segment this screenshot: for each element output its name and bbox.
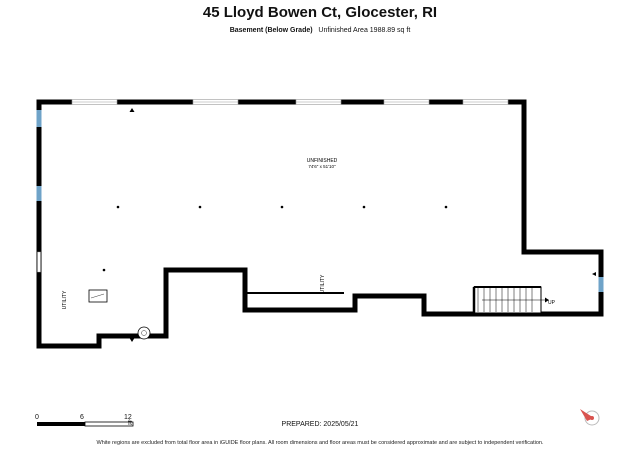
side-window-left-mid [36, 186, 42, 201]
room-dims-unfinished: 74'6" x 51'10" [308, 164, 336, 169]
floor-area: Unfinished Area 1988.89 sq ft [318, 27, 411, 34]
stairs-up-label: UP [548, 300, 556, 306]
compass-icon [580, 409, 600, 426]
marker [592, 272, 596, 276]
prepared-date: PREPARED: 2025/05/21 [281, 421, 359, 428]
stair-arrow-head [545, 297, 549, 303]
room-name-unfinished: UNFINISHED [307, 158, 338, 164]
ceiling-lights [102, 205, 448, 272]
scale-unit: ft [128, 420, 132, 427]
exterior-wall [36, 99, 604, 349]
room-name-utility-left: UTILITY [62, 290, 68, 309]
floor-name: Basement (Below Grade) [229, 27, 313, 34]
scale-label-0: 0 [35, 414, 39, 421]
floor-subtitle: Basement (Below Grade) Unfinished Area 1… [0, 27, 640, 34]
windows [71, 99, 509, 105]
scale-label-12: 12 [124, 414, 132, 421]
disclaimer-footer: White regions are excluded from total fl… [96, 440, 544, 446]
side-window-left-top [36, 110, 42, 127]
property-address-title: 45 Lloyd Bowen Ct, Glocester, RI [202, 4, 438, 21]
marker [129, 338, 135, 342]
room-name-utility-center: UTILITY [320, 274, 326, 293]
water-heater [137, 326, 151, 340]
marker [129, 108, 135, 112]
scale-label-6: 6 [80, 414, 84, 421]
side-window-right [598, 277, 604, 292]
scale-bar [37, 421, 134, 427]
